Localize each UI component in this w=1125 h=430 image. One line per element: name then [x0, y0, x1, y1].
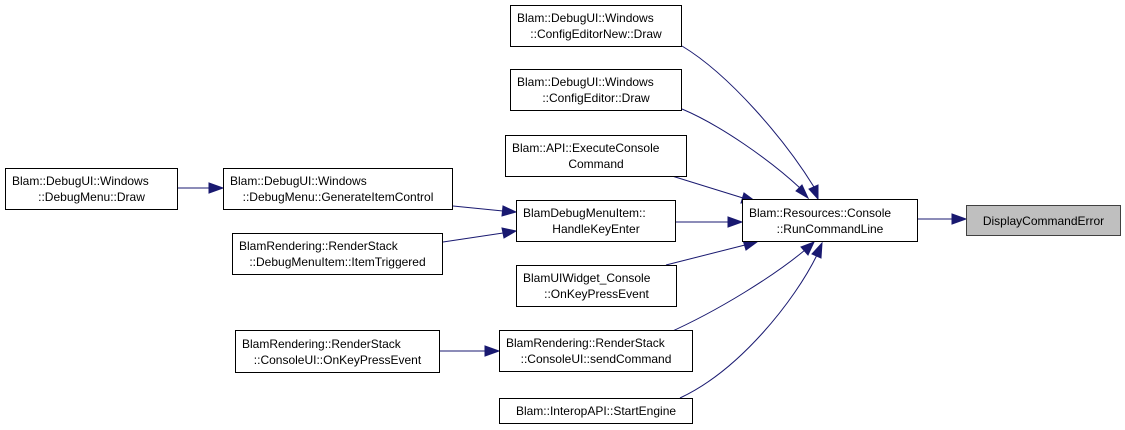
node-label-line1: BlamRendering::RenderStack: [506, 336, 665, 350]
node-label-line2: HandleKeyEnter: [552, 222, 640, 236]
arrowhead: [951, 213, 968, 225]
node-label-line2: ::ConsoleUI::OnKeyPressEvent: [253, 352, 422, 367]
node-item-triggered[interactable]: BlamRendering::RenderStack ::DebugMenuIt…: [232, 233, 443, 275]
edge-generateitemcontrol-to-handlekeyenter: [452, 205, 504, 212]
node-label-line1: Blam::DebugUI::Windows: [230, 174, 367, 188]
node-label-line2: ::DebugMenuItem::ItemTriggered: [249, 255, 426, 269]
arrowhead: [795, 184, 810, 200]
arrowhead: [501, 227, 518, 239]
node-consoleui-on-key-press[interactable]: BlamRendering::RenderStack ::ConsoleUI::…: [235, 330, 440, 373]
node-label-line2: ::DebugMenu::GenerateItemControl: [242, 190, 434, 204]
node-label-line1: BlamDebugMenuItem::: [523, 206, 646, 220]
node-label-line1: Blam::API::ExecuteConsole: [512, 141, 660, 155]
node-label-line2: ::OnKeyPressEvent: [544, 287, 649, 301]
edge-itemtriggered-to-handlekeyenter: [442, 232, 504, 243]
node-config-editor-new-draw[interactable]: Blam::DebugUI::Windows ::ConfigEditorNew…: [510, 5, 682, 47]
edge-configeditor-to-runcommandline: [681, 108, 801, 189]
arrowhead: [208, 182, 225, 194]
arrowhead: [811, 241, 823, 259]
node-label-line2: ::DebugMenu::Draw: [38, 190, 145, 204]
node-label-line2: ::ConfigEditorNew::Draw: [530, 27, 662, 41]
node-run-command-line[interactable]: Blam::Resources::Console ::RunCommandLin…: [742, 199, 918, 242]
node-label-line1: Blam::DebugUI::Windows: [517, 11, 654, 25]
node-label-line2: ::ConsoleUI::sendCommand: [520, 352, 672, 366]
node-console-on-key-press[interactable]: BlamUIWidget_Console ::OnKeyPressEvent: [516, 265, 677, 307]
arrowhead: [501, 205, 518, 217]
node-start-engine[interactable]: Blam::InteropAPI::StartEngine: [499, 398, 693, 424]
arrowhead: [727, 216, 744, 228]
node-label-line1: Blam::DebugUI::Windows: [517, 75, 654, 89]
node-label-line1: BlamUIWidget_Console: [523, 271, 651, 285]
edge-sendcommand-to-runcommandline: [665, 249, 806, 335]
edge-executeconsolecommand-to-runcommandline: [671, 175, 744, 199]
node-label: Blam::InteropAPI::StartEngine: [515, 404, 677, 418]
node-handle-key-enter[interactable]: BlamDebugMenuItem:: HandleKeyEnter: [516, 200, 676, 242]
node-label-line1: Blam::DebugUI::Windows: [12, 174, 149, 188]
node-label-line2: Command: [568, 157, 624, 171]
edge-consolekeypress-to-runcommandline: [665, 244, 746, 266]
node-debug-menu-draw[interactable]: Blam::DebugUI::Windows ::DebugMenu::Draw: [5, 168, 178, 210]
arrowhead: [808, 184, 819, 201]
arrowhead: [800, 241, 815, 256]
node-generate-item-control[interactable]: Blam::DebugUI::Windows ::DebugMenu::Gene…: [223, 168, 453, 210]
node-label-line2: ::ConfigEditor::Draw: [542, 91, 650, 105]
node-label: DisplayCommandError: [982, 213, 1105, 228]
node-label-line1: Blam::Resources::Console: [749, 205, 892, 220]
node-label-line2: ::RunCommandLine: [776, 221, 884, 236]
node-label-line1: BlamRendering::RenderStack: [242, 336, 401, 351]
node-config-editor-draw[interactable]: Blam::DebugUI::Windows ::ConfigEditor::D…: [510, 69, 682, 111]
node-send-command[interactable]: BlamRendering::RenderStack ::ConsoleUI::…: [499, 330, 693, 372]
edge-configeditornew-to-runcommandline: [681, 45, 815, 188]
arrowhead: [484, 345, 501, 357]
node-label-line1: BlamRendering::RenderStack: [239, 239, 398, 253]
node-execute-console-command[interactable]: Blam::API::ExecuteConsole Command: [505, 135, 687, 177]
node-display-command-error: DisplayCommandError: [966, 205, 1121, 236]
edge-startengine-to-runcommandline: [679, 254, 818, 399]
